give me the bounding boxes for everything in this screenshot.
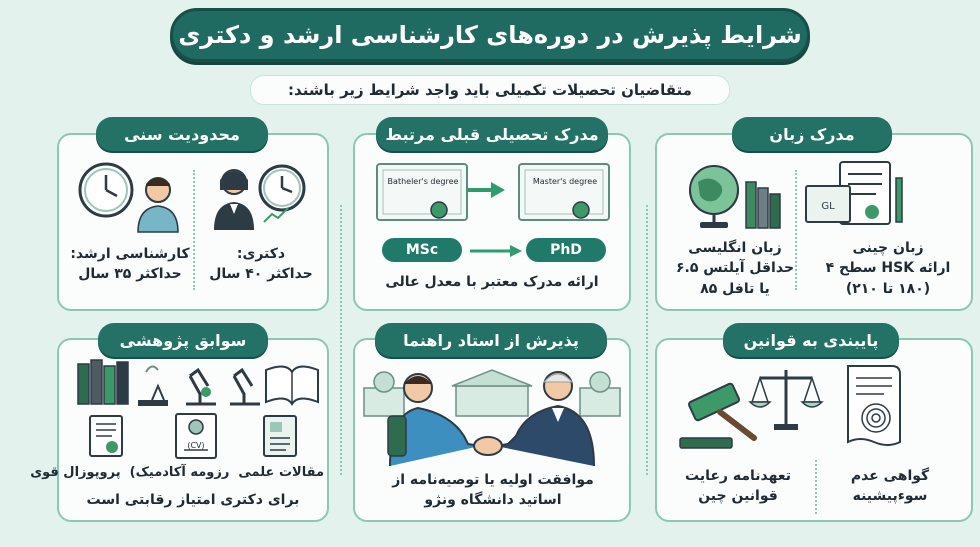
- connector-left: [340, 205, 342, 475]
- cv-document-icon: [175, 413, 217, 459]
- phd-person-clock-icon: [214, 164, 306, 230]
- msc-badge: MSc: [382, 238, 462, 262]
- fingerprint-document-icon: [847, 365, 901, 446]
- svg-text:GL: GL: [821, 201, 835, 212]
- law-compliance-pledge: تعهدنامه رعایت قوانین چین: [685, 468, 791, 505]
- article-document-icon: [263, 415, 297, 457]
- proposal-document-icon: [89, 415, 123, 457]
- age-divider: [193, 170, 195, 290]
- supervisor-caption: موافقت اولیه یا توصیه‌نامه از اساتید دان…: [392, 472, 594, 509]
- subtitle-box: متقاضیان تحصیلات تکمیلی باید واجد شرایط …: [250, 75, 730, 105]
- laws-divider: [815, 460, 817, 514]
- language-divider: [795, 170, 797, 290]
- page-title-banner: شرایط پذیرش در دوره‌های کارشناسی ارشد و …: [170, 8, 810, 62]
- language-heading: مدرک زبان: [732, 117, 892, 151]
- degree-heading: مدرک تحصیلی قبلی مرتبط: [376, 117, 608, 151]
- cv-badge: (CV): [187, 441, 205, 450]
- connector-right: [646, 205, 648, 475]
- master-certificate-label: Master's degree: [532, 177, 598, 186]
- criminal-record-clearance: گواهی عدم سوءپیشینه: [850, 468, 930, 505]
- phd-badge: PhD: [526, 238, 606, 262]
- age-heading: محدودیت سنی: [96, 117, 268, 151]
- books-microscope-icon: [77, 359, 319, 406]
- laws-heading: پایبندی به قوانین: [723, 323, 899, 357]
- subtitle: متقاضیان تحصیلات تکمیلی باید واجد شرایط …: [288, 81, 692, 99]
- page-title: شرایط پذیرش در دوره‌های کارشناسی ارشد و …: [178, 21, 802, 49]
- masters-age-limit: کارشناسی ارشد: حداکثر ۳۵ سال: [70, 246, 190, 283]
- degree-certificates-icon: [376, 163, 610, 221]
- research-items: مقالات علمی رزومه آکادمیک) پروپوزال قوی: [30, 465, 324, 480]
- masters-person-clock-icon: [78, 162, 179, 233]
- msc-to-phd-arrow: [470, 245, 522, 257]
- bachelor-certificate-label: Batheler's degree: [387, 177, 459, 186]
- chinese-document-icon: GL: [805, 161, 903, 225]
- globe-icon: [689, 165, 781, 229]
- research-heading: سوابق پژوهشی: [98, 323, 268, 357]
- supervisor-heading: پذیرش از استاد راهنما: [375, 323, 607, 357]
- degree-card: [353, 133, 631, 311]
- research-caption: برای دکتری امتیاز رقابتی است: [86, 492, 300, 508]
- handshake-illustration: [363, 369, 621, 467]
- chinese-requirement: زبان چینی ارائه HSK سطح ۴ (۱۸۰ تا ۲۱۰): [825, 240, 951, 297]
- english-requirement: زبان انگلیسی حداقل آیلتس ۶.۵ یا تافل ۸۵: [675, 240, 795, 297]
- degree-caption: ارائه مدرک معتبر با معدل عالی: [385, 274, 599, 290]
- phd-age-limit: دکتری: حداکثر ۴۰ سال: [209, 246, 313, 283]
- scales-gavel-icon: [679, 370, 824, 449]
